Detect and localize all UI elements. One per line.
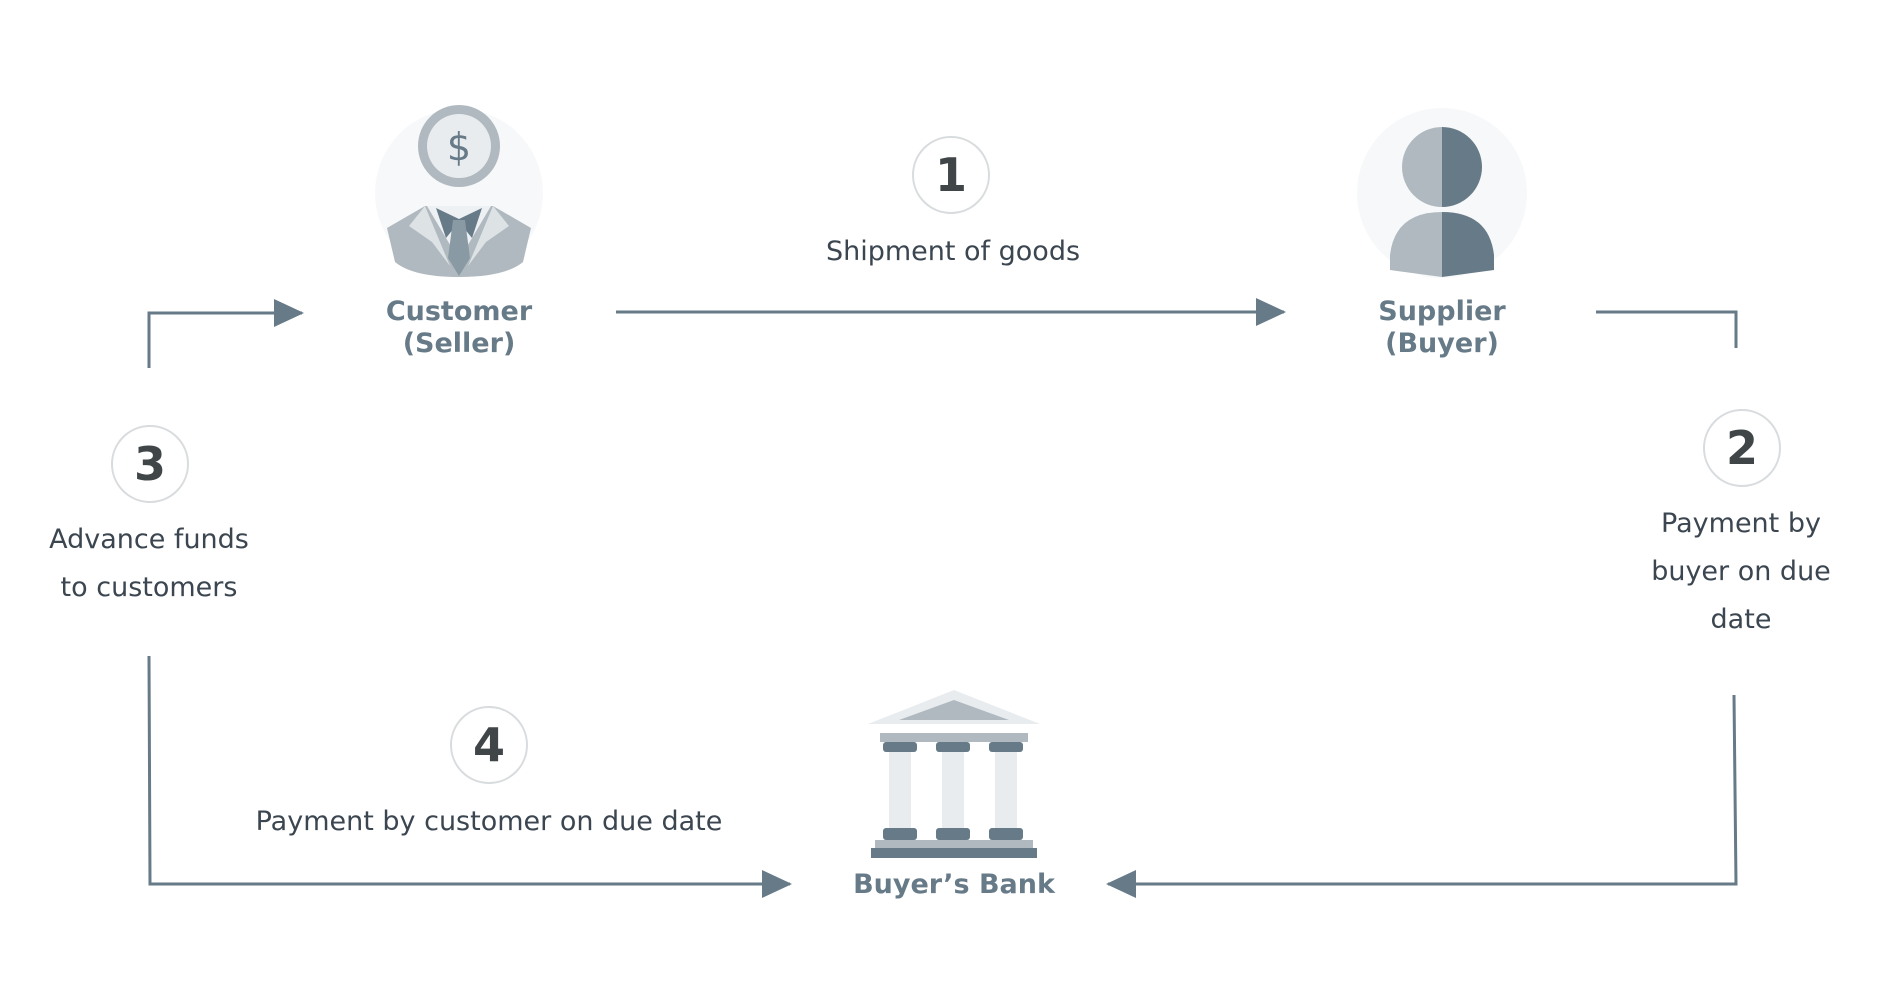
- bank-label: Buyer’s Bank: [853, 869, 1055, 900]
- step-2-label-line1: Payment by: [1661, 508, 1821, 539]
- step-1-label-line1: Shipment of goods: [825, 236, 1081, 267]
- arrow-buyer-payment-to-bank: [1106, 694, 1738, 898]
- seller-label-line1: Customer: [385, 296, 533, 327]
- buyer-label-line2: (Buyer): [1385, 328, 1499, 359]
- step-1-badge: 1: [912, 136, 990, 214]
- arrow-customer-payment-to-bank: [147, 655, 792, 898]
- step-4-label-line1: Payment by customer on due date: [255, 806, 723, 837]
- step-4-label: Payment by customer on due date: [239, 798, 739, 846]
- step-3-badge: 3: [111, 425, 189, 503]
- buyer-label-line1: Supplier: [1378, 296, 1506, 327]
- arrow-buyer-down: [1596, 310, 1738, 348]
- svg-text:$: $: [447, 125, 471, 169]
- seller-label-line2: (Seller): [402, 328, 516, 359]
- arrow-advance-to-seller: [147, 299, 304, 368]
- step-3-label-line2: to customers: [60, 572, 238, 603]
- step-4-badge: 4: [450, 706, 528, 784]
- step-2-label-line3: date: [1710, 604, 1772, 635]
- step-1-label: Shipment of goods: [753, 228, 1153, 276]
- step-3-label-line1: Advance funds: [49, 524, 249, 555]
- step-2-label: Payment by buyer on due date: [1621, 500, 1861, 644]
- step-3-label: Advance funds to customers: [29, 516, 269, 612]
- step-2-badge: 2: [1703, 409, 1781, 487]
- seller-label: Customer (Seller): [359, 296, 559, 360]
- step-2-label-line2: buyer on due: [1651, 556, 1831, 587]
- buyer-label: Supplier (Buyer): [1342, 296, 1542, 360]
